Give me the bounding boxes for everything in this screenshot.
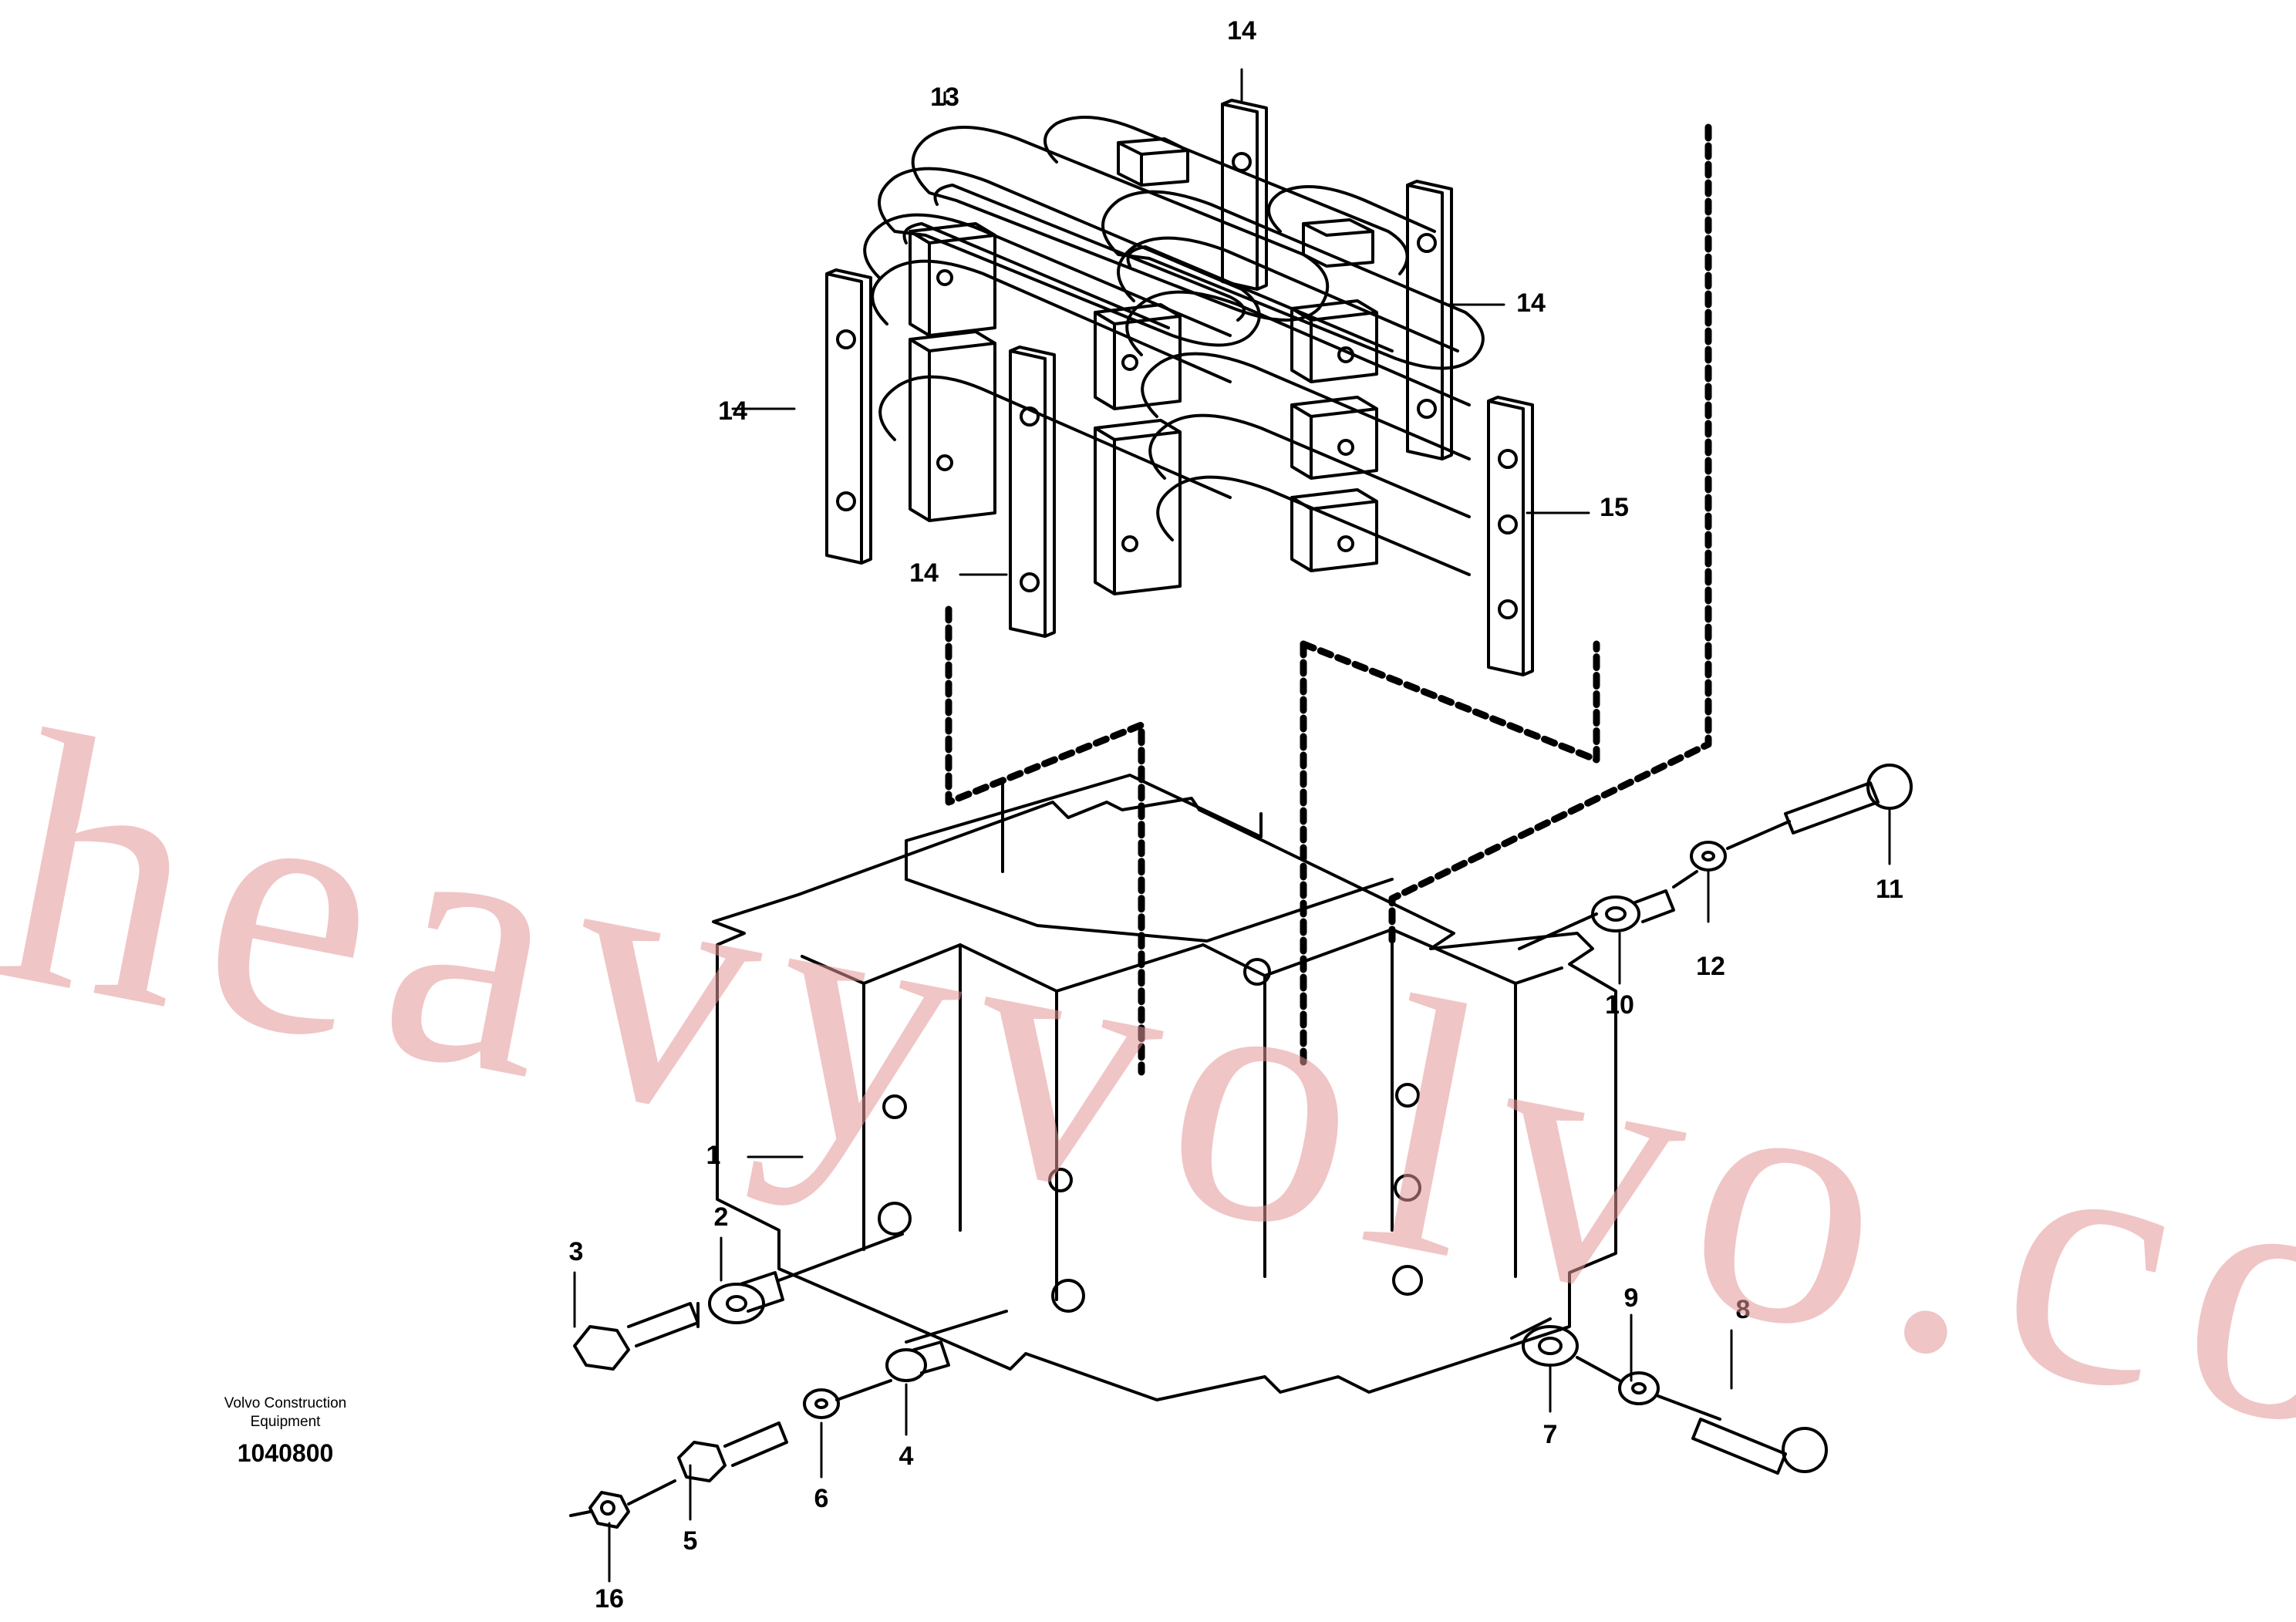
terminal-blocks <box>909 222 1378 595</box>
label-11: 11 <box>1876 875 1903 904</box>
label-8: 8 <box>1736 1295 1751 1324</box>
diagram-caption: Volvo Construction Equipment 1040800 <box>174 1394 397 1468</box>
label-1: 1 <box>706 1141 721 1170</box>
part-number-labels: 13 14 14 14 14 15 1 2 3 4 5 6 16 7 8 9 1… <box>569 16 1903 1614</box>
label-9: 9 <box>1624 1283 1639 1313</box>
caption-company-line1: Volvo Construction <box>224 1395 347 1411</box>
caption-company-line2: Equipment <box>250 1414 321 1430</box>
label-14-left: 14 <box>718 396 747 426</box>
label-4: 4 <box>899 1442 914 1471</box>
label-10: 10 <box>1605 990 1634 1020</box>
hardware-right <box>1510 764 1913 1475</box>
connector-plates <box>825 99 1534 676</box>
dashed-assembly-lines <box>945 123 1712 1076</box>
hardware-left <box>569 1233 1008 1529</box>
label-14-top: 14 <box>1227 16 1256 46</box>
label-12: 12 <box>1696 952 1725 981</box>
label-6: 6 <box>814 1484 829 1513</box>
label-2: 2 <box>714 1202 729 1232</box>
diagram-number: 1040800 <box>237 1439 334 1467</box>
label-3: 3 <box>569 1237 584 1266</box>
callout-leaders <box>573 68 1891 1583</box>
label-5: 5 <box>683 1526 698 1556</box>
label-14-right: 14 <box>1516 288 1546 318</box>
label-7: 7 <box>1543 1420 1558 1449</box>
heater-coil-assembly <box>863 116 1485 576</box>
label-15: 15 <box>1600 493 1629 522</box>
label-14-middle: 14 <box>909 558 939 588</box>
heater-housing <box>712 774 1617 1401</box>
label-16: 16 <box>595 1584 624 1614</box>
label-13: 13 <box>930 83 959 112</box>
